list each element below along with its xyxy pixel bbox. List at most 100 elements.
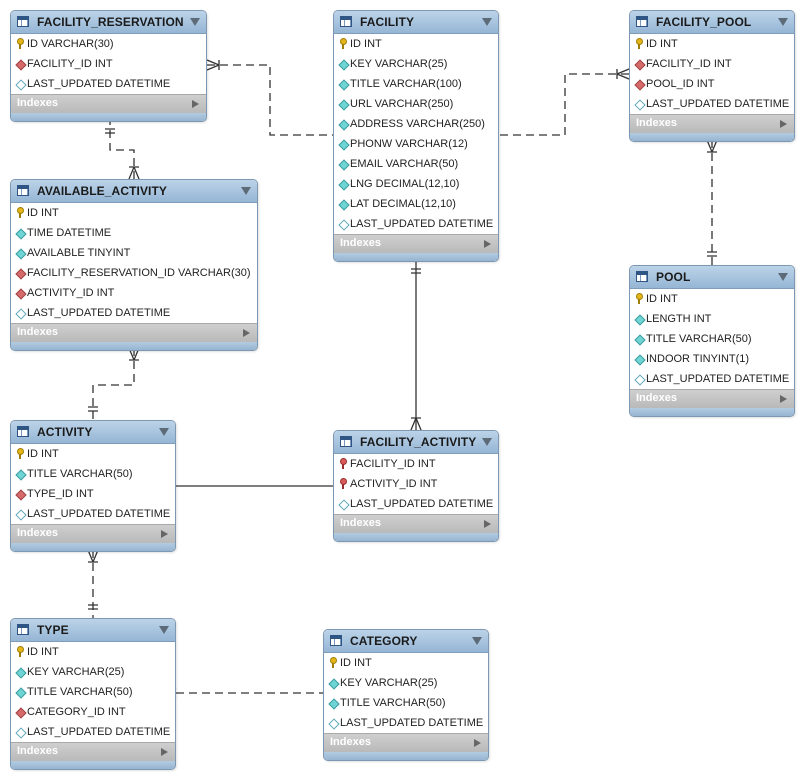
indexes-section[interactable]: Indexes: [630, 114, 794, 133]
expand-arrow-icon[interactable]: [484, 520, 491, 528]
column-row[interactable]: ADDRESS VARCHAR(250): [334, 114, 498, 134]
expand-arrow-icon[interactable]: [161, 748, 168, 756]
collapse-icon[interactable]: [241, 187, 251, 195]
column-row[interactable]: ACTIVITY_ID INT: [334, 474, 498, 494]
expand-arrow-icon[interactable]: [243, 329, 250, 337]
table-header[interactable]: AVAILABLE_ACTIVITY: [11, 180, 257, 203]
column-row[interactable]: FACILITY_RESERVATION_ID VARCHAR(30): [11, 263, 257, 283]
column-row[interactable]: ID INT: [334, 34, 498, 54]
column-row[interactable]: FACILITY_ID INT: [630, 54, 794, 74]
foreign-primary-key-icon: [340, 478, 347, 489]
collapse-icon[interactable]: [190, 18, 200, 26]
column-row[interactable]: ID INT: [11, 203, 257, 223]
column-row[interactable]: ID INT: [630, 34, 794, 54]
table-footer: [11, 342, 257, 350]
column-row[interactable]: ACTIVITY_ID INT: [11, 283, 257, 303]
column-row[interactable]: URL VARCHAR(250): [334, 94, 498, 114]
column-row[interactable]: KEY VARCHAR(25): [334, 54, 498, 74]
column-row[interactable]: CATEGORY_ID INT: [11, 702, 175, 722]
not-null-column-icon: [15, 469, 27, 481]
indexes-section[interactable]: Indexes: [11, 94, 206, 113]
table-header[interactable]: FACILITY_POOL: [630, 11, 794, 34]
column-row[interactable]: EMAIL VARCHAR(50): [334, 154, 498, 174]
not-null-column-icon: [338, 139, 350, 151]
indexes-section[interactable]: Indexes: [334, 514, 498, 533]
column-row[interactable]: FACILITY_ID INT: [11, 54, 206, 74]
not-null-column-icon: [328, 698, 340, 710]
expand-arrow-icon[interactable]: [780, 120, 787, 128]
expand-arrow-icon[interactable]: [474, 739, 481, 747]
column-row[interactable]: FACILITY_ID INT: [334, 454, 498, 474]
column-row[interactable]: ID VARCHAR(30): [11, 34, 206, 54]
indexes-section[interactable]: Indexes: [11, 323, 257, 342]
collapse-icon[interactable]: [482, 18, 492, 26]
column-row[interactable]: AVAILABLE TINYINT: [11, 243, 257, 263]
indexes-label: Indexes: [636, 392, 677, 404]
table-header[interactable]: FACILITY_RESERVATION: [11, 11, 206, 34]
column-label: TITLE VARCHAR(50): [27, 468, 133, 480]
expand-arrow-icon[interactable]: [192, 100, 199, 108]
column-row[interactable]: LAST_UPDATED DATETIME: [11, 504, 175, 524]
collapse-icon[interactable]: [778, 18, 788, 26]
collapse-icon[interactable]: [482, 438, 492, 446]
column-row[interactable]: LAST_UPDATED DATETIME: [630, 94, 794, 114]
collapse-icon[interactable]: [159, 428, 169, 436]
collapse-icon[interactable]: [159, 626, 169, 634]
column-row[interactable]: INDOOR TINYINT(1): [630, 349, 794, 369]
column-row[interactable]: LAST_UPDATED DATETIME: [11, 722, 175, 742]
column-row[interactable]: ID INT: [11, 444, 175, 464]
column-icon: [328, 718, 340, 730]
indexes-section[interactable]: Indexes: [11, 742, 175, 761]
column-row[interactable]: LENGTH INT: [630, 309, 794, 329]
column-row[interactable]: KEY VARCHAR(25): [324, 673, 488, 693]
table-header[interactable]: TYPE: [11, 619, 175, 642]
column-row[interactable]: TITLE VARCHAR(50): [11, 682, 175, 702]
table-header[interactable]: POOL: [630, 266, 794, 289]
column-row[interactable]: POOL_ID INT: [630, 74, 794, 94]
table-header[interactable]: FACILITY: [334, 11, 498, 34]
column-row[interactable]: LAST_UPDATED DATETIME: [334, 214, 498, 234]
collapse-icon[interactable]: [472, 637, 482, 645]
column-label: INDOOR TINYINT(1): [646, 353, 750, 365]
column-row[interactable]: LAT DECIMAL(12,10): [334, 194, 498, 214]
column-row[interactable]: LAST_UPDATED DATETIME: [11, 74, 206, 94]
column-row[interactable]: TIME DATETIME: [11, 223, 257, 243]
indexes-section[interactable]: Indexes: [324, 733, 488, 752]
table-header[interactable]: ACTIVITY: [11, 421, 175, 444]
expand-arrow-icon[interactable]: [780, 395, 787, 403]
indexes-section[interactable]: Indexes: [334, 234, 498, 253]
column-row[interactable]: ID INT: [324, 653, 488, 673]
column-row[interactable]: LNG DECIMAL(12,10): [334, 174, 498, 194]
column-row[interactable]: KEY VARCHAR(25): [11, 662, 175, 682]
collapse-icon[interactable]: [778, 273, 788, 281]
expand-arrow-icon[interactable]: [161, 530, 168, 538]
column-row[interactable]: ID INT: [630, 289, 794, 309]
column-row[interactable]: LAST_UPDATED DATETIME: [11, 303, 257, 323]
expand-arrow-icon[interactable]: [484, 240, 491, 248]
column-row[interactable]: TITLE VARCHAR(50): [630, 329, 794, 349]
table-header[interactable]: FACILITY_ACTIVITY: [334, 431, 498, 454]
column-row[interactable]: ID INT: [11, 642, 175, 662]
column-row[interactable]: PHONW VARCHAR(12): [334, 134, 498, 154]
indexes-section[interactable]: Indexes: [630, 389, 794, 408]
column-label: LENGTH INT: [646, 313, 712, 325]
column-row[interactable]: TITLE VARCHAR(50): [324, 693, 488, 713]
column-row[interactable]: TYPE_ID INT: [11, 484, 175, 504]
column-row[interactable]: LAST_UPDATED DATETIME: [630, 369, 794, 389]
indexes-section[interactable]: Indexes: [11, 524, 175, 543]
indexes-label: Indexes: [17, 527, 58, 539]
column-row[interactable]: LAST_UPDATED DATETIME: [324, 713, 488, 733]
column-row[interactable]: TITLE VARCHAR(100): [334, 74, 498, 94]
table-header[interactable]: CATEGORY: [324, 630, 488, 653]
column-row[interactable]: LAST_UPDATED DATETIME: [334, 494, 498, 514]
column-row[interactable]: TITLE VARCHAR(50): [11, 464, 175, 484]
